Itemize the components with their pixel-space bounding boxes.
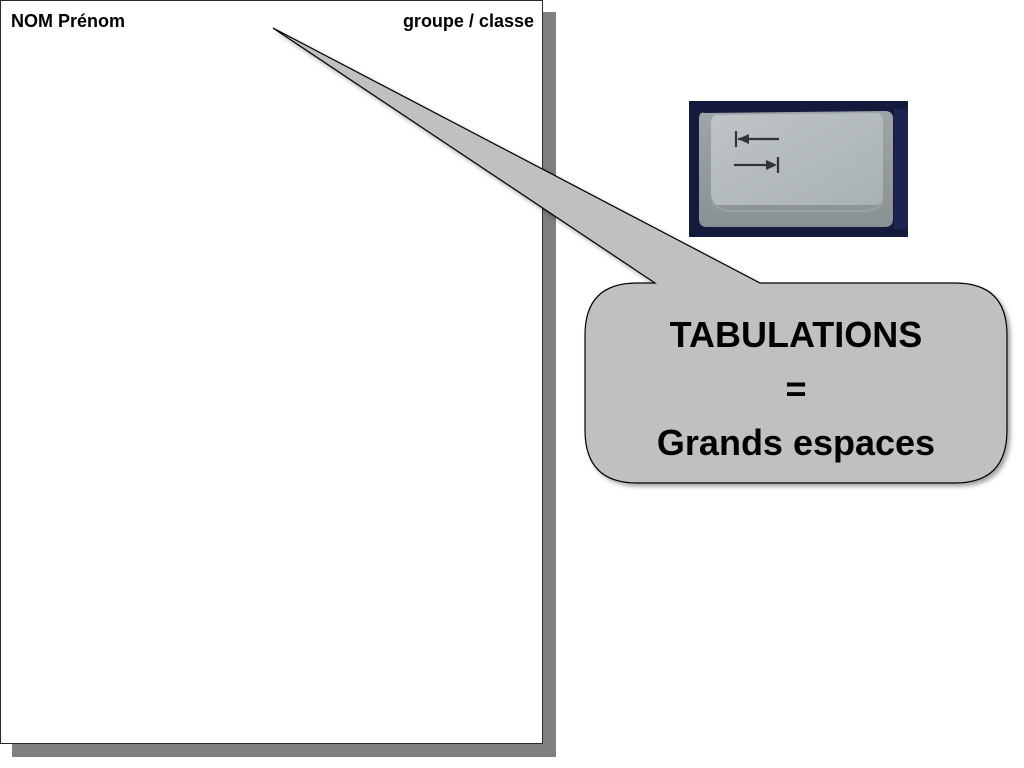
callout-line-grands-espaces: Grands espaces [656, 422, 936, 463]
callout-line-tabulations: TABULATIONS [669, 314, 923, 355]
callout-bubble [272, 27, 1008, 484]
callout-text: TABULATIONS = Grands espaces [585, 308, 1007, 470]
group-class-label: groupe / classe [402, 11, 534, 31]
tab-key-icon [689, 101, 908, 237]
student-name-label: NOM Prénom [11, 11, 126, 31]
callout-line-equals: = [785, 368, 807, 409]
